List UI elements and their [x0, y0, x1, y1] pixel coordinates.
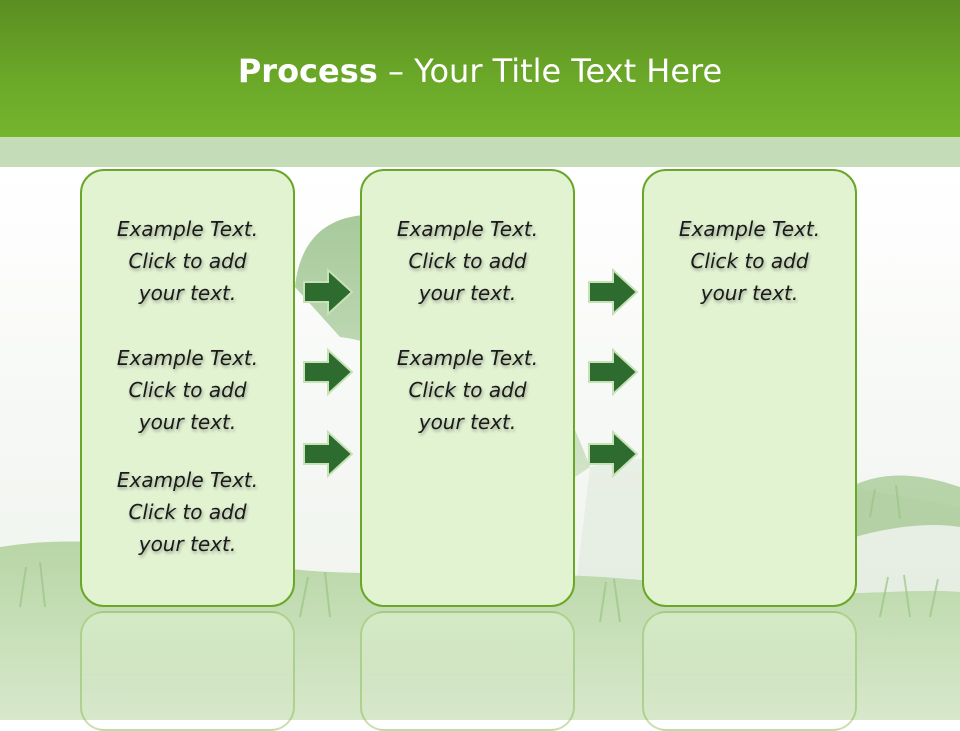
right-arrow-icon[interactable] — [587, 348, 639, 396]
text-line: your text. — [418, 281, 517, 305]
text-line: Click to add — [408, 249, 527, 273]
process-box-1[interactable]: Example Text. Click to add your text. Ex… — [80, 169, 295, 607]
text-line: your text. — [700, 281, 799, 305]
text-line: Click to add — [690, 249, 809, 273]
text-block[interactable]: Example Text. Click to add your text. — [82, 342, 293, 438]
text-block[interactable]: Example Text. Click to add your text. — [362, 213, 573, 309]
box-reflection-3 — [642, 611, 857, 731]
text-line: Example Text. — [678, 217, 821, 241]
process-box-2[interactable]: Example Text. Click to add your text. Ex… — [360, 169, 575, 607]
text-block[interactable]: Example Text. Click to add your text. — [82, 464, 293, 560]
text-block[interactable]: Example Text. Click to add your text. — [82, 213, 293, 309]
text-line: your text. — [138, 532, 237, 556]
title-bold: Process — [237, 52, 378, 90]
text-line: your text. — [138, 410, 237, 434]
text-line: Click to add — [128, 249, 247, 273]
text-block[interactable]: Example Text. Click to add your text. — [362, 342, 573, 438]
right-arrow-icon[interactable] — [302, 430, 354, 478]
text-line: your text. — [418, 410, 517, 434]
process-box-3[interactable]: Example Text. Click to add your text. — [642, 169, 857, 607]
box-reflection-2 — [360, 611, 575, 731]
text-line: Example Text. — [396, 346, 539, 370]
title-rest: – Your Title Text Here — [377, 52, 723, 90]
text-line: Example Text. — [396, 217, 539, 241]
text-line: your text. — [138, 281, 237, 305]
text-block[interactable]: Example Text. Click to add your text. — [644, 213, 855, 309]
box-reflection-1 — [80, 611, 295, 731]
right-arrow-icon[interactable] — [302, 268, 354, 316]
slide-title[interactable]: Process – Your Title Text Here — [0, 52, 960, 90]
right-arrow-icon[interactable] — [302, 348, 354, 396]
text-line: Click to add — [128, 378, 247, 402]
text-line: Example Text. — [116, 346, 259, 370]
text-line: Click to add — [128, 500, 247, 524]
right-arrow-icon[interactable] — [587, 268, 639, 316]
slide-header: Process – Your Title Text Here — [0, 0, 960, 137]
right-arrow-icon[interactable] — [587, 430, 639, 478]
header-band — [0, 137, 960, 167]
text-line: Example Text. — [116, 217, 259, 241]
text-line: Example Text. — [116, 468, 259, 492]
text-line: Click to add — [408, 378, 527, 402]
